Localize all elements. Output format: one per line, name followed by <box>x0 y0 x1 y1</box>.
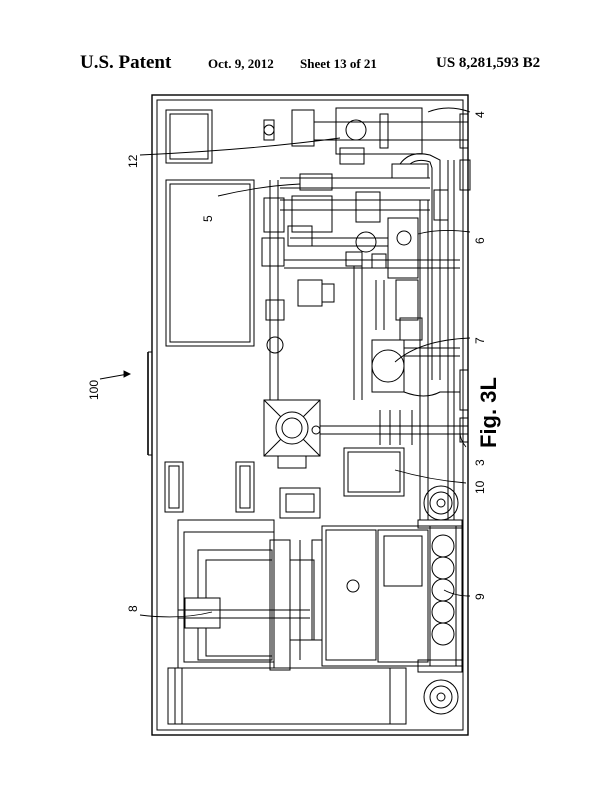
flowline-3 <box>311 410 469 445</box>
ref-numeral-10: 10 <box>473 480 487 494</box>
sheet-number: Sheet 13 of 21 <box>300 56 377 71</box>
header-pipes <box>280 153 471 380</box>
pump-9 <box>311 525 463 667</box>
ref-numeral-6: 6 <box>473 237 487 244</box>
figure-caption: Fig. 3L <box>476 377 501 448</box>
leader-lines <box>99 107 471 618</box>
tank-10 <box>343 447 405 497</box>
control-panels <box>164 109 255 513</box>
ref-numeral-3: 3 <box>473 459 487 466</box>
manifold-valve <box>263 399 321 519</box>
rollers <box>417 485 463 715</box>
patent-title: U.S. Patent <box>80 52 172 73</box>
patent-date: Oct. 9, 2012 <box>208 56 274 71</box>
ref-numeral-5: 5 <box>201 215 215 222</box>
ref-numeral-12: 12 <box>126 154 140 168</box>
ref-numeral-9: 9 <box>473 593 487 600</box>
ref-numeral-100: 100 <box>87 380 101 400</box>
engine-8 <box>167 519 407 725</box>
ref-numeral-4: 4 <box>473 111 487 118</box>
flowline-4 <box>263 107 469 165</box>
ref-numeral-7: 7 <box>473 337 487 344</box>
piping-left <box>261 180 460 400</box>
skid-frame <box>147 94 469 736</box>
ref-numeral-8: 8 <box>126 605 140 612</box>
separator-7 <box>371 317 469 411</box>
patent-number: US 8,281,593 B2 <box>436 55 541 71</box>
valve-6 <box>290 217 419 400</box>
